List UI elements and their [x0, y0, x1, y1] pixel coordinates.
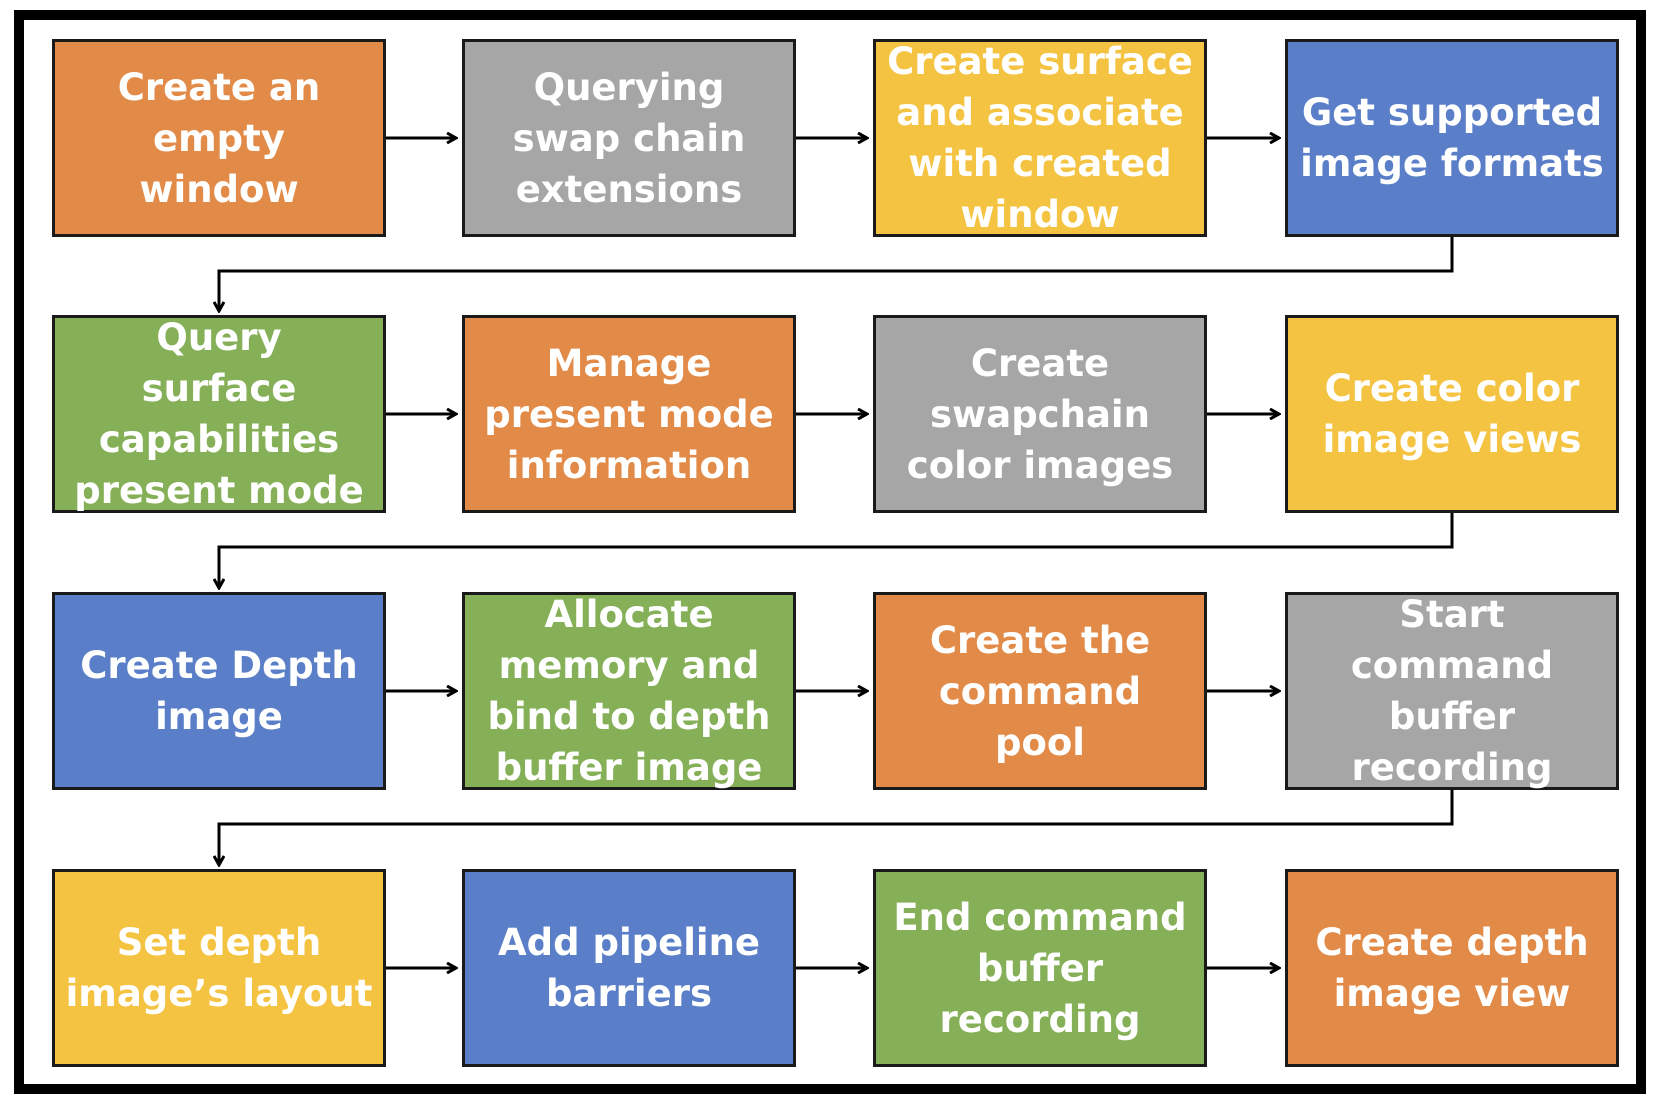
- step-label: Create surfaceand associatewith createdw…: [887, 40, 1193, 236]
- step-label: Add pipelinebarriers: [497, 921, 761, 1015]
- step-create-color-image-views: Create colorimage views: [1285, 315, 1619, 513]
- step-label: Create depthimage view: [1315, 921, 1589, 1015]
- step-label: Create anemptywindow: [117, 65, 321, 211]
- step-label: Create thecommandpool: [929, 618, 1151, 764]
- step-label: Startcommandbufferrecording: [1350, 593, 1554, 789]
- step-get-image-formats: Get supportedimage formats: [1285, 39, 1619, 237]
- step-label: Set depthimage’s layout: [65, 921, 373, 1015]
- step-label: Createswapchaincolor images: [906, 341, 1174, 487]
- step-create-empty-window: Create anemptywindow: [52, 39, 386, 237]
- step-create-depth-image: Create Depthimage: [52, 592, 386, 790]
- step-label: Querysurfacecapabilitiespresent mode: [74, 316, 364, 512]
- step-start-command-recording: Startcommandbufferrecording: [1285, 592, 1619, 790]
- step-end-command-recording: End commandbufferrecording: [873, 869, 1207, 1067]
- step-allocate-memory: Allocatememory andbind to depthbuffer im…: [462, 592, 796, 790]
- step-set-depth-layout: Set depthimage’s layout: [52, 869, 386, 1067]
- step-label: Get supportedimage formats: [1300, 91, 1604, 185]
- step-query-swapchain-extensions: Queryingswap chainextensions: [462, 39, 796, 237]
- step-label: Queryingswap chainextensions: [512, 65, 746, 211]
- step-create-command-pool: Create thecommandpool: [873, 592, 1207, 790]
- step-add-pipeline-barriers: Add pipelinebarriers: [462, 869, 796, 1067]
- step-label: Create Depthimage: [80, 644, 358, 738]
- step-create-depth-image-view: Create depthimage view: [1285, 869, 1619, 1067]
- step-label: Create colorimage views: [1322, 367, 1582, 461]
- step-create-surface: Create surfaceand associatewith createdw…: [873, 39, 1207, 237]
- step-query-surface-capabilities: Querysurfacecapabilitiespresent mode: [52, 315, 386, 513]
- step-label: Managepresent modeinformation: [484, 341, 774, 487]
- step-label: End commandbufferrecording: [893, 895, 1187, 1041]
- step-create-swapchain-images: Createswapchaincolor images: [873, 315, 1207, 513]
- step-manage-present-mode: Managepresent modeinformation: [462, 315, 796, 513]
- step-label: Allocatememory andbind to depthbuffer im…: [487, 593, 771, 789]
